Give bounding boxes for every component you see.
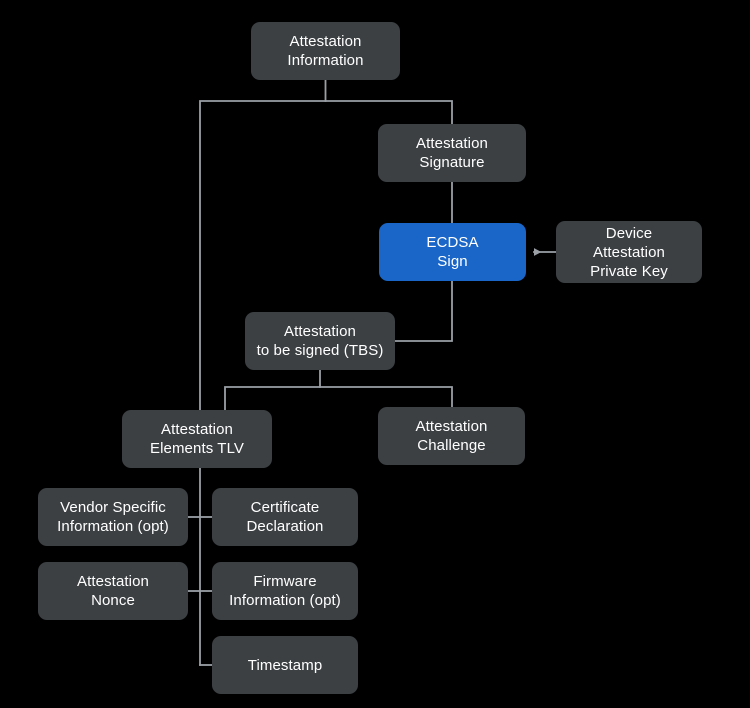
edge-tbs-to-challenge	[319, 386, 453, 408]
node-label: Certificate Declaration	[246, 499, 324, 535]
node-label: Attestation Signature	[416, 135, 488, 171]
node-timestamp[interactable]: Timestamp	[212, 636, 358, 694]
node-device-attestation-private-key[interactable]: Device Attestation Private Key	[556, 221, 702, 283]
node-attestation-nonce[interactable]: Attestation Nonce	[38, 562, 188, 620]
node-label: Firmware Information (opt)	[229, 573, 341, 609]
node-certificate-declaration[interactable]: Certificate Declaration	[212, 488, 358, 546]
node-firmware-information[interactable]: Firmware Information (opt)	[212, 562, 358, 620]
node-ecdsa-sign[interactable]: ECDSA Sign	[379, 223, 526, 281]
node-attestation-challenge[interactable]: Attestation Challenge	[378, 407, 525, 465]
node-label: Attestation Information	[287, 33, 364, 69]
node-vendor-specific-information[interactable]: Vendor Specific Information (opt)	[38, 488, 188, 546]
node-attestation-to-be-signed[interactable]: Attestation to be signed (TBS)	[245, 312, 395, 370]
node-label: Attestation Nonce	[77, 573, 149, 609]
node-attestation-signature[interactable]: Attestation Signature	[378, 124, 526, 182]
node-attestation-elements-tlv[interactable]: Attestation Elements TLV	[122, 410, 272, 468]
edge-ecdsa-to-tbs	[394, 280, 453, 342]
edge-tbs-to-elements	[224, 369, 321, 411]
node-label: Attestation Challenge	[415, 418, 488, 454]
node-label: Attestation to be signed (TBS)	[256, 323, 384, 359]
node-label: Vendor Specific Information (opt)	[57, 499, 169, 535]
node-label: ECDSA Sign	[426, 234, 479, 270]
node-label: Device Attestation Private Key	[590, 224, 668, 280]
node-label: Timestamp	[247, 656, 323, 674]
node-label: Attestation Elements TLV	[149, 421, 245, 457]
edge-info-to-signature	[324, 79, 453, 125]
node-attestation-information[interactable]: Attestation Information	[251, 22, 400, 80]
